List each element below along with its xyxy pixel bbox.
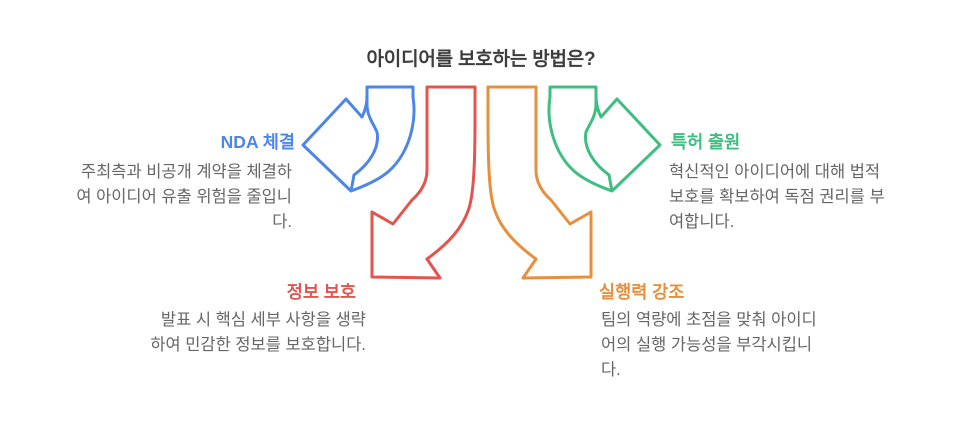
curved-arrow-left-icon (301, 85, 416, 193)
branch-patent-label: 특허 출원 (671, 132, 741, 152)
branch-nda-label: NDA 체결 (220, 132, 295, 152)
branch-patent-description: 혁신적인 아이디어에 대해 법적 보호를 확보하여 독점 권리를 부 여합니다. (669, 163, 885, 231)
branch-execution-description: 팀의 역량에 초점을 맞춰 아이디 어의 실행 가능성을 부각시킵니 다. (601, 311, 817, 379)
bent-arrow-down-left-icon (370, 85, 477, 280)
branch-nda-description: 주최측과 비공개 계약을 체결하 여 아이디어 유출 위험을 줄입니 다. (76, 163, 292, 231)
branch-info-description: 발표 시 핵심 세부 사항을 생략 하여 민감한 정보를 보호합니다. (150, 311, 366, 354)
branch-execution-label: 실행력 강조 (599, 282, 685, 302)
diagram-title: 아이디어를 보호하는 방법은? (366, 49, 596, 70)
bent-arrow-down-right-icon (486, 85, 593, 280)
branch-info-label: 정보 보호 (286, 282, 356, 302)
curved-arrow-right-icon (547, 85, 662, 193)
